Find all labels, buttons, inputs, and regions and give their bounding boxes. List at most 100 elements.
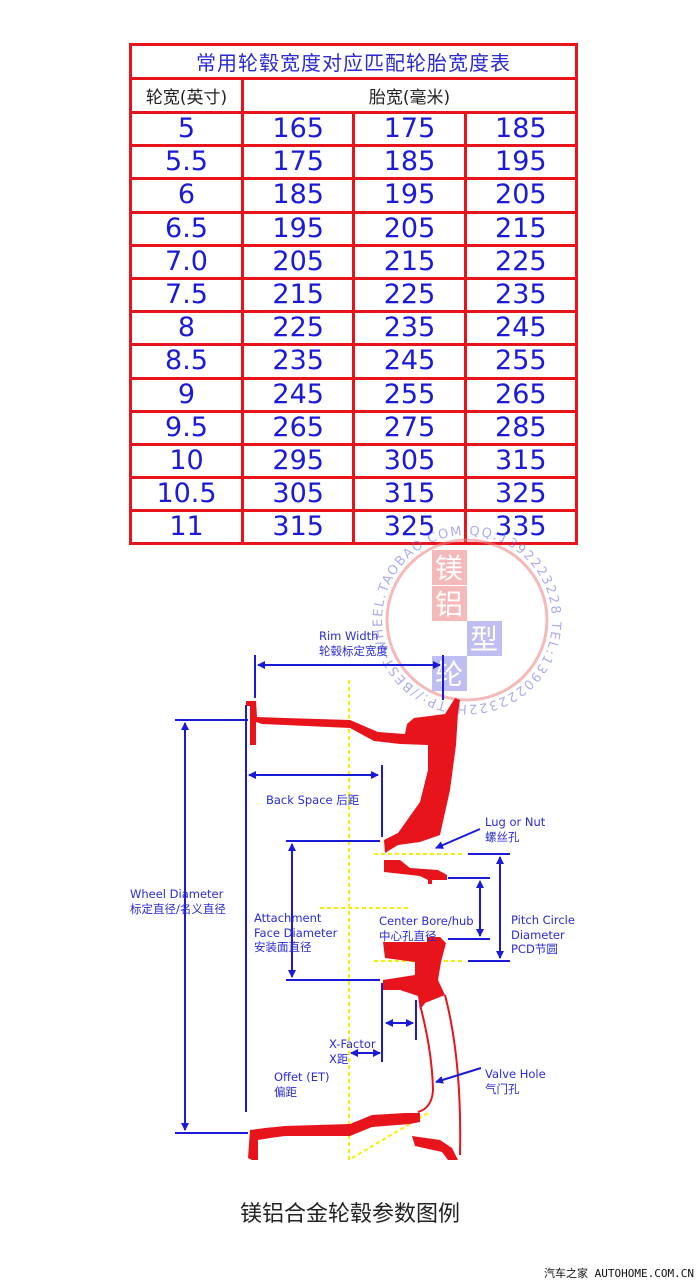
tire-width-cell: 215: [352, 243, 467, 280]
wheel-diameter-label-zh: 标定直径/名义直径: [130, 902, 226, 916]
tire-width-cell: 265: [240, 409, 356, 446]
tire-width-cell: 185: [352, 144, 467, 181]
offset-label-zh: 偏距: [274, 1085, 297, 1099]
tire-width-cell: 195: [240, 210, 356, 247]
tire-width-cell: 175: [352, 110, 467, 148]
rim-width-cell: 9.5: [129, 409, 244, 446]
tire-width-cell: 325: [463, 476, 579, 513]
pcd-label-1: Pitch Circle: [511, 913, 575, 927]
tire-width-cell: 225: [463, 243, 579, 280]
tire-width-cell: 275: [352, 409, 467, 446]
rim-width-cell: 11: [129, 509, 244, 546]
tire-width-cell: 225: [352, 276, 467, 314]
tire-width-cell: 245: [240, 376, 356, 413]
table-title: 常用轮毂宽度对应匹配轮胎宽度表: [129, 43, 578, 80]
attachment-label-2: Face Diameter: [254, 926, 338, 940]
rim-width-cell: 9: [129, 376, 244, 413]
tire-width-cell: 235: [352, 310, 467, 347]
tire-width-cell: 245: [463, 310, 579, 347]
rim-width-cell: 7.5: [129, 276, 244, 314]
dimension-lines: [175, 655, 510, 1134]
tire-width-cell: 215: [240, 276, 356, 314]
wheel-diameter-label: Wheel Diameter: [130, 887, 224, 901]
tire-width-cell: 255: [463, 343, 579, 380]
rim-width-label-zh: 轮毂标定宽度: [319, 644, 388, 658]
tire-width-cell: 185: [463, 110, 579, 148]
back-space-label: Back Space 后距: [266, 793, 360, 807]
tire-width-cell: 315: [463, 442, 579, 480]
tire-width-cell: 205: [463, 177, 579, 214]
tire-width-cell: 255: [352, 376, 467, 413]
header-rim-width: 轮宽(英寸): [129, 77, 244, 114]
tire-width-cell: 225: [240, 310, 356, 347]
tire-width-cell: 285: [463, 409, 579, 446]
rim-width-cell: 7.0: [129, 243, 244, 280]
tire-width-cell: 205: [240, 243, 356, 280]
tire-width-cell: 175: [240, 144, 356, 181]
pcd-label-2: Diameter: [511, 928, 565, 942]
center-bore-label: Center Bore/hub: [379, 914, 474, 928]
attachment-label-1: Attachment: [254, 911, 322, 925]
tire-width-cell: 315: [240, 509, 356, 546]
pcd-label-zh: PCD节圆: [511, 942, 558, 956]
rim-width-cell: 5.5: [129, 144, 244, 181]
watermark-stamp: HTTP://BEST-WHEEL.TAOBAO.COM QQ:13922232…: [0, 0, 563, 716]
rim-width-cell: 6.5: [129, 210, 244, 247]
tire-width-cell: 315: [352, 476, 467, 513]
autohome-footer: 汽车之家 AUTOHOME.COM.CN: [544, 1267, 694, 1280]
tire-width-cell: 205: [352, 210, 467, 247]
offset-label: Offet (ET): [274, 1070, 329, 1084]
rim-width-cell: 10: [129, 442, 244, 480]
tire-width-cell: 195: [352, 177, 467, 214]
tire-width-cell: 195: [463, 144, 579, 181]
center-bore-label-zh: 中心孔直径: [379, 929, 437, 943]
valve-hole-label-zh: 气门孔: [485, 1082, 520, 1096]
tire-width-cell: 305: [352, 442, 467, 480]
rim-width-cell: 5: [129, 110, 244, 148]
svg-text:轮: 轮: [435, 658, 463, 691]
tire-width-cell: 235: [240, 343, 356, 380]
tire-width-cell: 215: [463, 210, 579, 247]
rim-width-cell: 10.5: [129, 476, 244, 513]
diagram-labels: Rim Width 轮毂标定宽度 Back Space 后距 Lug or Nu…: [130, 629, 575, 1099]
tire-width-cell: 235: [463, 276, 579, 314]
tire-width-cell: 265: [463, 376, 579, 413]
tire-width-cell: 185: [240, 177, 356, 214]
x-factor-label-zh: X距: [329, 1052, 349, 1066]
svg-text:HTTP://BEST-WHEEL.TAOBAO.COM: HTTP://BEST-WHEEL.TAOBAO.COM QQ:13922232…: [0, 0, 563, 716]
tire-width-cell: 305: [240, 476, 356, 513]
svg-text:铝: 铝: [435, 588, 463, 621]
lug-label: Lug or Nut: [485, 815, 546, 829]
rim-width-cell: 6: [129, 177, 244, 214]
rim-width-cell: 8: [129, 310, 244, 347]
tire-width-cell: 245: [352, 343, 467, 380]
wheel-cross-section: [246, 698, 460, 1160]
tire-width-cell: 295: [240, 442, 356, 480]
svg-text:镁: 镁: [435, 552, 463, 585]
rim-width-cell: 8.5: [129, 343, 244, 380]
svg-text:型: 型: [470, 623, 498, 656]
tire-width-cell: 165: [240, 110, 356, 148]
rim-width-label: Rim Width: [319, 629, 378, 643]
diagram-caption: 镁铝合金轮毂参数图例: [239, 1202, 460, 1227]
valve-hole-label: Valve Hole: [485, 1067, 546, 1081]
attachment-label-zh: 安装面直径: [254, 940, 312, 954]
header-tire-width: 胎宽(毫米): [241, 77, 578, 114]
x-factor-label: X-Factor: [329, 1037, 376, 1051]
tire-width-cell: 335: [463, 509, 579, 546]
